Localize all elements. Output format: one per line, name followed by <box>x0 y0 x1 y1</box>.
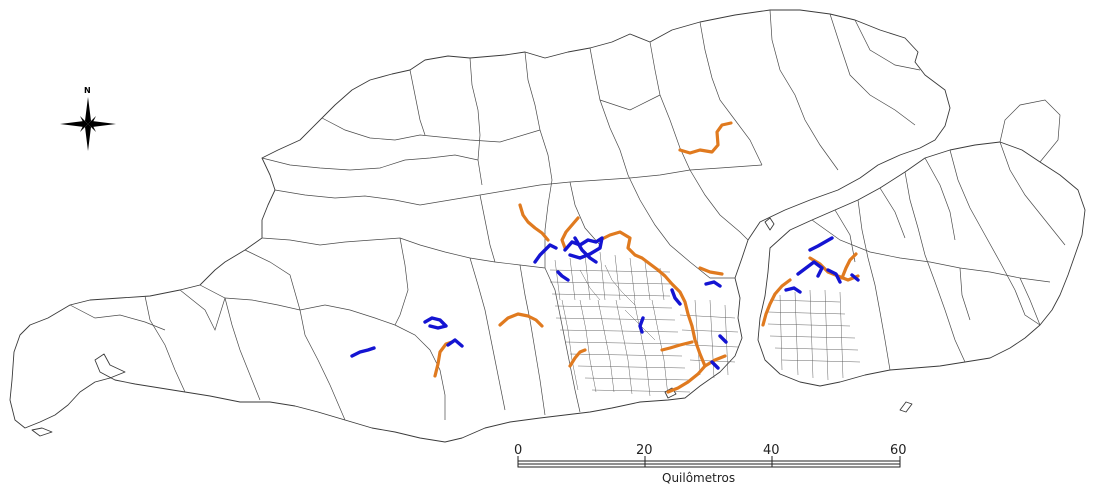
blue-route <box>850 273 860 282</box>
scale-tick-0: 0 <box>514 443 522 458</box>
orange-route <box>568 348 587 368</box>
blue-route <box>704 280 722 288</box>
orange-route <box>840 252 858 280</box>
blue-route <box>423 316 448 330</box>
blue-route <box>563 236 604 260</box>
blue-route <box>350 346 376 358</box>
orange-route <box>666 364 707 394</box>
orange-routes <box>433 121 860 394</box>
east-dense-grid <box>679 141 1066 381</box>
dense-urban-grid <box>549 251 691 397</box>
orange-route <box>560 216 580 250</box>
orange-route <box>518 203 550 242</box>
blue-route <box>556 270 570 282</box>
orange-route <box>698 266 724 276</box>
metro-region-outline <box>9 9 951 443</box>
blue-route <box>638 316 645 334</box>
orange-route <box>761 278 792 327</box>
municipality-boundaries <box>9 9 951 443</box>
east-region-outline <box>757 141 1086 387</box>
blue-route <box>710 360 720 370</box>
blue-route <box>718 334 728 344</box>
blue-route <box>533 243 558 264</box>
scale-tick-40: 40 <box>763 443 780 458</box>
north-arrow-compass-icon: N <box>60 86 116 151</box>
scale-bar: 0 20 40 60 Quilômetros <box>514 443 907 484</box>
blue-route <box>808 236 834 252</box>
scale-tick-20: 20 <box>636 443 653 458</box>
blue-route <box>826 268 842 284</box>
north-label: N <box>84 86 91 95</box>
blue-route <box>784 286 802 294</box>
orange-route <box>703 354 727 368</box>
scale-tick-60: 60 <box>890 443 907 458</box>
orange-route <box>660 340 694 352</box>
blue-route <box>446 338 464 348</box>
blue-routes <box>350 236 860 370</box>
blue-route <box>573 236 598 264</box>
orange-route <box>678 121 733 155</box>
east-region-boundaries <box>757 99 1086 387</box>
scale-unit-label: Quilômetros <box>662 471 735 484</box>
interior-borders <box>69 9 921 421</box>
orange-route <box>498 312 544 328</box>
blue-route <box>670 288 682 306</box>
orange-route <box>598 230 707 368</box>
blue-route <box>796 260 824 278</box>
